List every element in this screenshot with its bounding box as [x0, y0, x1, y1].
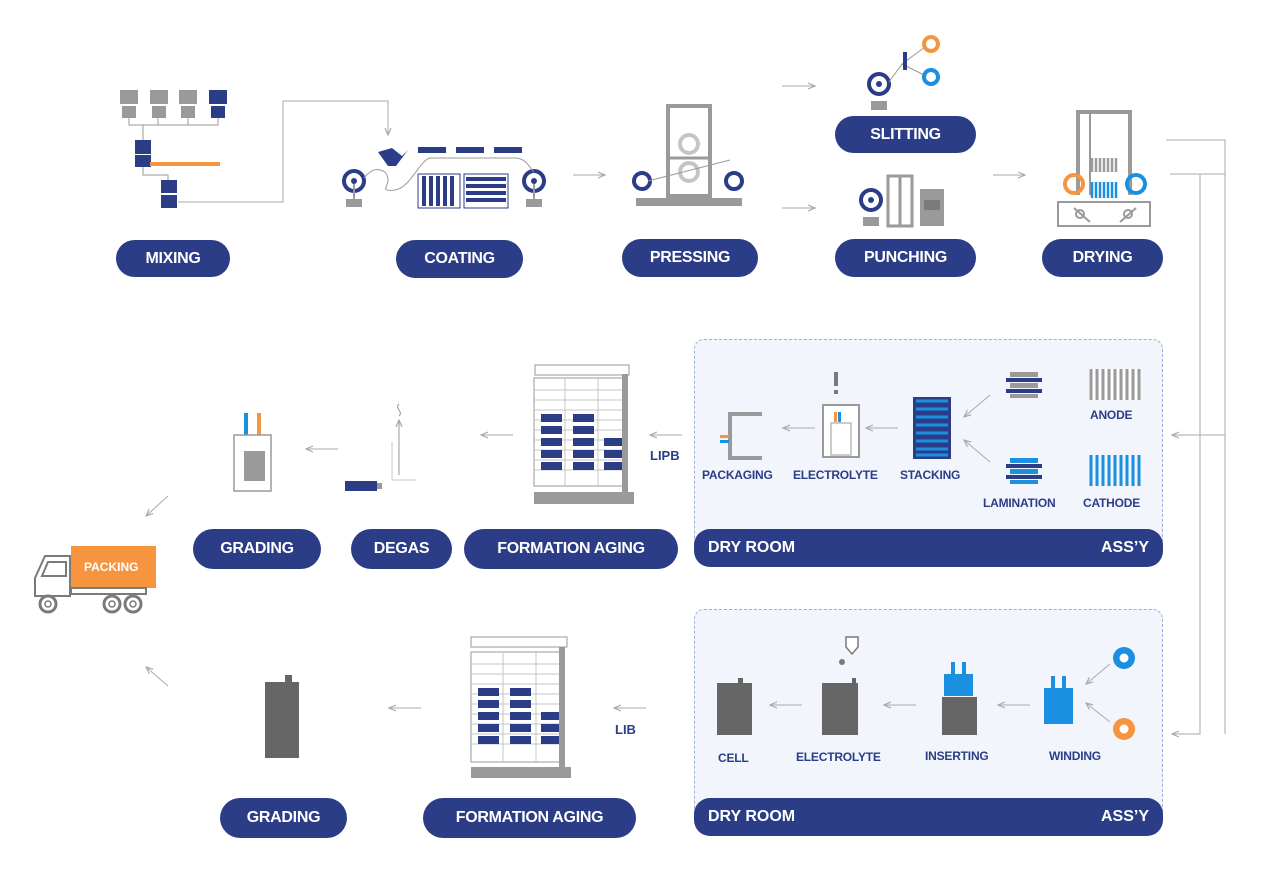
truck-icon	[34, 546, 156, 614]
inserting-icon	[942, 662, 977, 735]
lipb-dry-room-bar: DRY ROOM ASS’Y	[694, 529, 1163, 567]
label-lipb: LIPB	[650, 448, 680, 463]
label-inserting: INSERTING	[925, 749, 989, 763]
lib-dry-room-panel	[694, 609, 1163, 821]
lib-grading-cell-icon	[265, 675, 299, 758]
step-lipb-formation-aging[interactable]: FORMATION AGING	[464, 529, 678, 569]
lipb-dry-room-title: DRY ROOM	[708, 539, 796, 556]
step-lib-formation-aging[interactable]: FORMATION AGING	[423, 798, 636, 838]
drying-icon	[1057, 110, 1151, 227]
punching-icon	[859, 174, 944, 228]
lib-assy-title: ASS’Y	[1100, 808, 1149, 825]
step-slitting[interactable]: SLITTING	[835, 116, 976, 153]
label-cathode: CATHODE	[1083, 496, 1141, 510]
step-degas[interactable]: DEGAS	[351, 529, 452, 569]
step-lipb-grading[interactable]: GRADING	[193, 529, 321, 569]
step-mixing[interactable]: MIXING	[116, 240, 230, 277]
step-drying[interactable]: DRYING	[1042, 239, 1163, 277]
label-cell: CELL	[718, 751, 749, 765]
lib-formation-aging-rack-icon	[470, 636, 571, 778]
pressing-icon	[632, 104, 744, 206]
packing-label: PACKING	[84, 560, 139, 574]
cell-icon	[717, 678, 752, 735]
mixing-icon	[120, 90, 227, 208]
coating-icon	[342, 147, 546, 209]
lamination-icon	[1006, 458, 1042, 484]
step-pressing[interactable]: PRESSING	[622, 239, 758, 277]
packaging-icon	[720, 412, 762, 460]
anode-icon	[1089, 369, 1141, 400]
lib-dry-room-bar: DRY ROOM ASS’Y	[694, 798, 1163, 836]
step-coating[interactable]: COATING	[396, 240, 523, 278]
winding-icon	[1044, 676, 1073, 724]
label-lamination: LAMINATION	[983, 496, 1056, 510]
step-lib-grading[interactable]: GRADING	[220, 798, 347, 838]
cathode-icon	[1089, 455, 1141, 486]
electrolyte-pouch-icon	[822, 372, 860, 458]
label-electrolyte-lib: ELECTROLYTE	[796, 750, 881, 764]
lamination-top-icon	[1006, 372, 1042, 398]
formation-aging-rack-icon	[533, 364, 634, 504]
label-winding: WINDING	[1049, 749, 1101, 763]
lipb-assy-title: ASS’Y	[1100, 539, 1149, 556]
label-packaging: PACKAGING	[702, 468, 773, 482]
label-lib: LIB	[615, 722, 636, 737]
label-electrolyte-lipb: ELECTROLYTE	[793, 468, 878, 482]
electrolyte-cell-icon	[822, 636, 859, 735]
lib-dry-room-title: DRY ROOM	[708, 808, 796, 825]
step-punching[interactable]: PUNCHING	[835, 239, 976, 277]
stacking-icon	[913, 397, 951, 459]
label-stacking: STACKING	[900, 468, 961, 482]
degas-icon	[345, 403, 416, 491]
label-anode: ANODE	[1090, 408, 1133, 422]
grading-pouch-icon	[233, 413, 272, 492]
slitting-icon	[867, 35, 940, 110]
